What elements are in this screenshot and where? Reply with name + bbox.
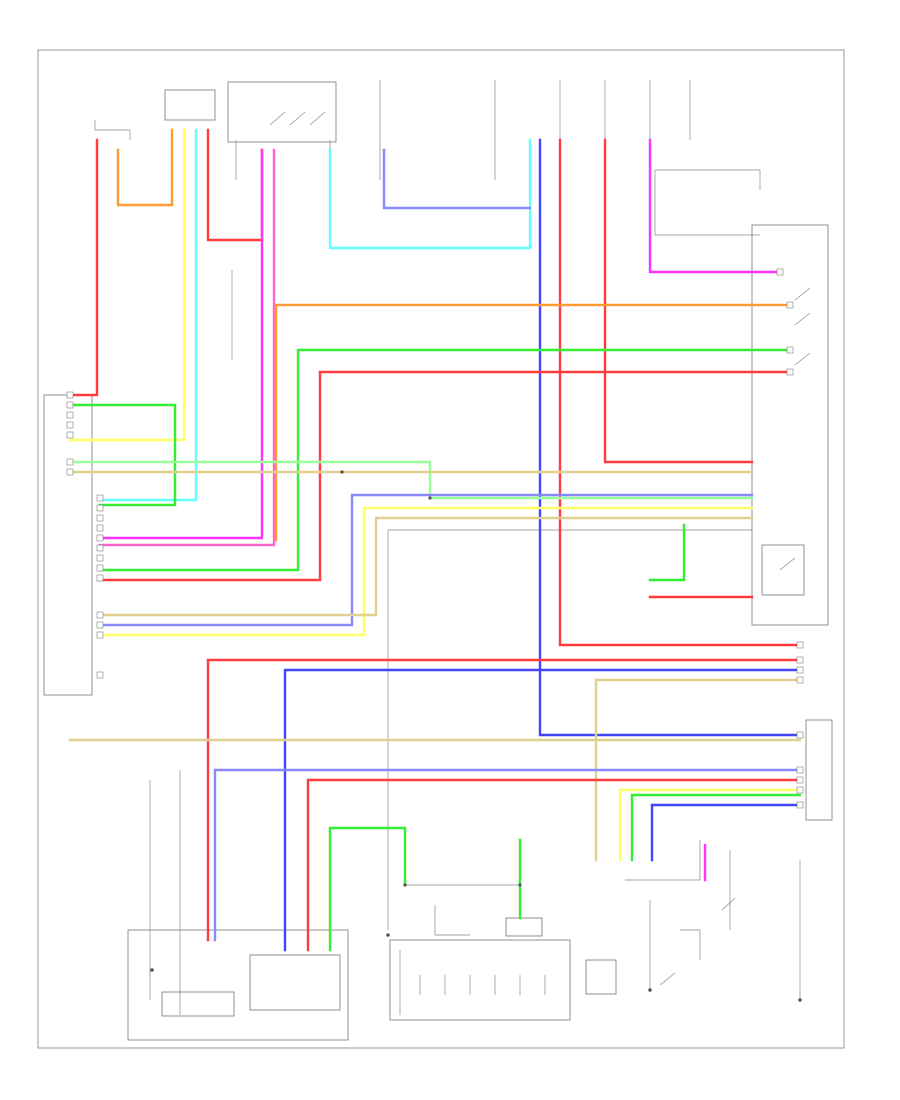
component-boxes <box>43 81 833 1041</box>
switch-assembly-top <box>227 81 337 143</box>
wire-blue-main-vertical <box>538 138 802 737</box>
wire-lightgreen-long <box>68 460 754 500</box>
transmission-control-switch-box <box>751 224 829 626</box>
wire-cyan-left-vertical <box>98 128 198 502</box>
wire-violet-top <box>382 148 532 210</box>
wire-cyan-top-run <box>328 138 532 250</box>
combination-meter-assembly-box <box>389 939 571 1021</box>
wire-red-bottom-long <box>206 658 802 942</box>
wire-red-main-vertical <box>558 138 802 647</box>
meter-cpu-module <box>249 954 341 1011</box>
small-sensor-box <box>505 917 543 937</box>
wire-magenta-top-right <box>648 138 782 274</box>
wire-pink-long-vertical <box>98 148 276 547</box>
wire-orange-top-left <box>116 128 174 207</box>
wire-green-bottom-loop <box>328 826 407 952</box>
wire-blue-bottom <box>283 668 802 952</box>
wire-tan-bottom-right <box>594 678 802 862</box>
wire-yellow-left-vertical <box>68 128 186 442</box>
wire-violet-mid <box>98 493 754 627</box>
switch-symbols <box>269 111 811 986</box>
thin-lines <box>94 80 801 1015</box>
wire-green-lower <box>630 793 802 862</box>
wire-yellow-mid <box>98 506 754 637</box>
wire-blue-lower-right <box>650 803 802 862</box>
wire-green-horizontal <box>98 348 792 572</box>
wire-red-lower <box>306 778 802 952</box>
wire-magenta-long-vertical <box>98 148 264 540</box>
connector-terminals <box>66 268 804 1002</box>
small-switch-box <box>585 959 617 995</box>
transmission-sensor-box <box>761 544 805 596</box>
wire-violet-right-bottom <box>213 768 802 942</box>
wire-red-left-vertical <box>68 138 99 397</box>
wire-yellow-lower <box>618 788 802 862</box>
wire-red-horizontal <box>98 370 792 582</box>
wire-layer <box>68 128 802 952</box>
wire-green-left-loop <box>68 403 177 507</box>
wire-tan-mid <box>98 516 754 617</box>
diagram-frame <box>37 49 845 1049</box>
right-side-module-box <box>805 719 833 821</box>
wire-red-right-vertical <box>603 138 754 464</box>
relay-box-top-left <box>164 89 216 121</box>
wire-red-top-loop <box>206 128 264 242</box>
instrument-meter-assembly-box <box>127 929 349 1041</box>
tft-module <box>161 991 235 1017</box>
wire-green-sensor-right <box>648 523 686 582</box>
